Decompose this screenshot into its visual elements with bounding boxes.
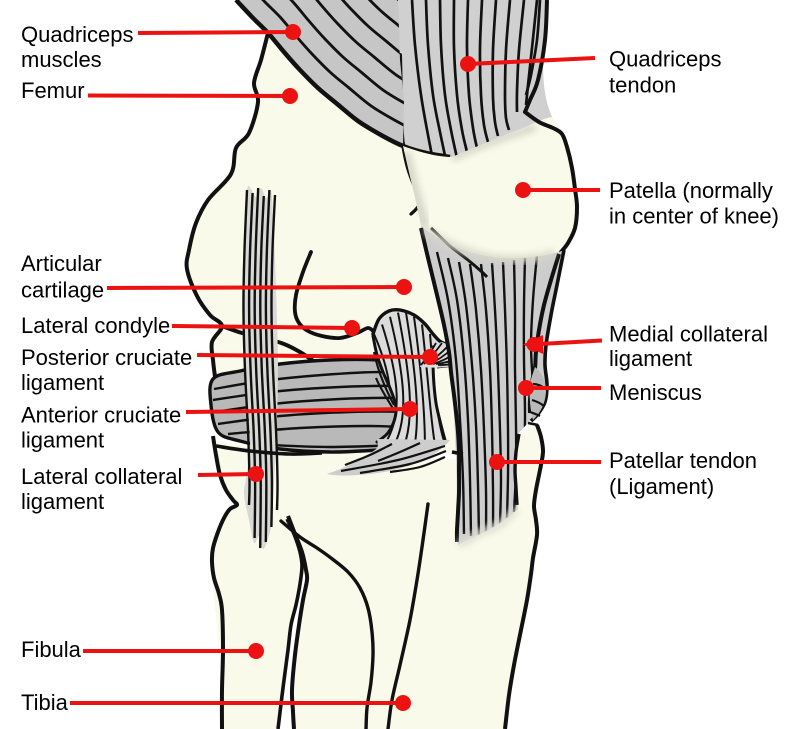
svg-text:cartilage: cartilage (21, 278, 104, 303)
svg-text:Meniscus: Meniscus (609, 380, 702, 405)
svg-text:ligament: ligament (21, 428, 104, 453)
svg-text:Tibia: Tibia (21, 690, 69, 715)
svg-text:ligament: ligament (609, 346, 692, 371)
svg-text:Lateral collateral: Lateral collateral (21, 464, 182, 489)
svg-text:Articular: Articular (21, 251, 102, 276)
svg-text:Lateral condyle: Lateral condyle (21, 313, 170, 338)
svg-text:in center of knee): in center of knee) (609, 204, 779, 229)
svg-text:tendon: tendon (609, 73, 676, 98)
svg-text:Patellar tendon: Patellar tendon (609, 448, 757, 473)
svg-text:Quadriceps: Quadriceps (21, 22, 134, 47)
svg-text:ligament: ligament (21, 370, 104, 395)
svg-text:Anterior cruciate: Anterior cruciate (21, 403, 181, 428)
svg-text:(Ligament): (Ligament) (609, 474, 714, 499)
svg-text:muscles: muscles (21, 47, 102, 72)
svg-text:Quadriceps: Quadriceps (609, 47, 722, 72)
svg-text:Medial collateral: Medial collateral (609, 322, 768, 347)
svg-text:ligament: ligament (21, 489, 104, 514)
svg-text:Patella (normally: Patella (normally (609, 178, 773, 203)
svg-text:Femur: Femur (21, 78, 85, 103)
svg-text:Posterior cruciate: Posterior cruciate (21, 345, 192, 370)
svg-text:Fibula: Fibula (21, 637, 82, 662)
